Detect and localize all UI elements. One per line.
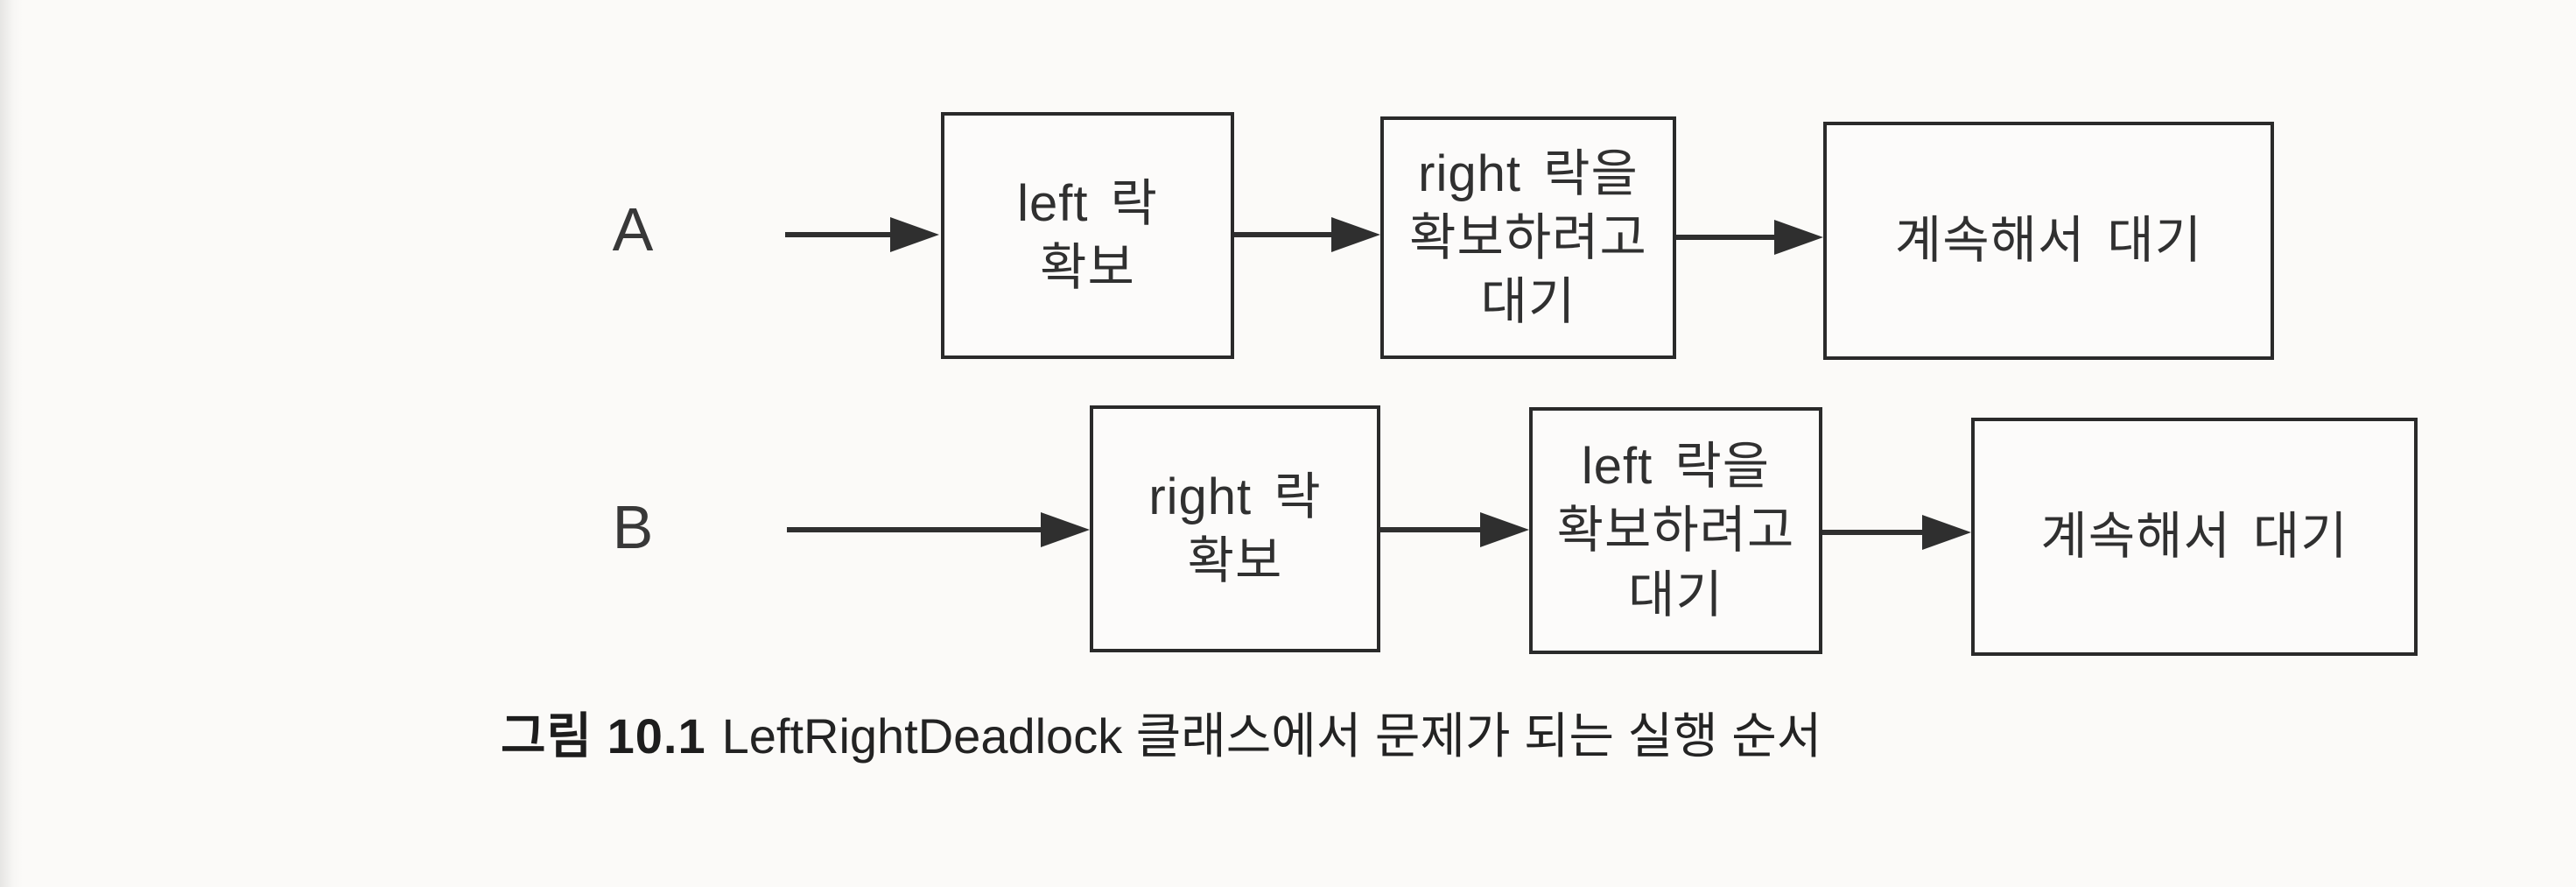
figure-caption-number: 그림 10.1	[501, 708, 706, 764]
arrow-b2-to-b3	[1822, 513, 1971, 552]
box-a-wait-forever: 계속해서 대기	[1823, 122, 2274, 360]
arrow-a1-to-a2	[1234, 215, 1380, 254]
box-text-line: 대기	[1480, 273, 1576, 331]
box-text-line: left 락을	[1581, 438, 1771, 496]
box-b-wait-forever: 계속해서 대기	[1971, 418, 2418, 656]
box-text-line: 확보	[1187, 532, 1283, 589]
box-text-line: right 락	[1148, 468, 1322, 525]
arrow-head-icon	[1922, 515, 1971, 550]
box-text-line: 확보하려고	[1409, 208, 1647, 266]
arrow-shaft	[785, 232, 894, 237]
box-text-line: 계속해서 대기	[2040, 508, 2348, 566]
figure-caption-text: LeftRightDeadlock 클래스에서 문제가 되는 실행 순서	[721, 708, 1822, 764]
scan-edge-smudge	[0, 0, 23, 887]
arrow-head-icon	[1480, 512, 1529, 547]
box-text-line: 계속해서 대기	[1894, 212, 2203, 270]
box-text-line: left 락	[1017, 174, 1158, 232]
arrow-a2-to-a3	[1676, 218, 1823, 257]
arrow-shaft	[1380, 527, 1484, 532]
box-a-wait-for-right-lock: right 락을 확보하려고 대기	[1380, 116, 1676, 359]
thread-a-label: A	[612, 195, 654, 264]
arrow-head-icon	[1041, 512, 1090, 547]
box-text-line: 확보	[1040, 239, 1135, 296]
arrow-shaft	[787, 527, 1044, 532]
arrow-head-icon	[1331, 217, 1380, 252]
arrow-shaft	[1234, 232, 1335, 237]
arrow-head-icon	[1774, 220, 1823, 255]
thread-b-label: B	[612, 493, 654, 561]
box-b-acquire-right-lock: right 락 확보	[1090, 405, 1380, 652]
box-text-line: 대기	[1628, 566, 1723, 623]
box-a-acquire-left-lock: left 락 확보	[941, 112, 1234, 359]
arrow-head-icon	[890, 217, 939, 252]
arrow-shaft	[1676, 235, 1778, 240]
figure-caption: 그림 10.1 LeftRightDeadlock 클래스에서 문제가 되는 실행…	[501, 706, 1821, 767]
box-text-line: 확보하려고	[1556, 502, 1795, 560]
box-text-line: right 락을	[1418, 144, 1639, 202]
arrow-into-a1	[785, 215, 939, 254]
arrow-into-b1	[787, 510, 1090, 549]
arrow-shaft	[1822, 530, 1926, 535]
arrow-b1-to-b2	[1380, 510, 1529, 549]
box-b-wait-for-left-lock: left 락을 확보하려고 대기	[1529, 407, 1822, 654]
